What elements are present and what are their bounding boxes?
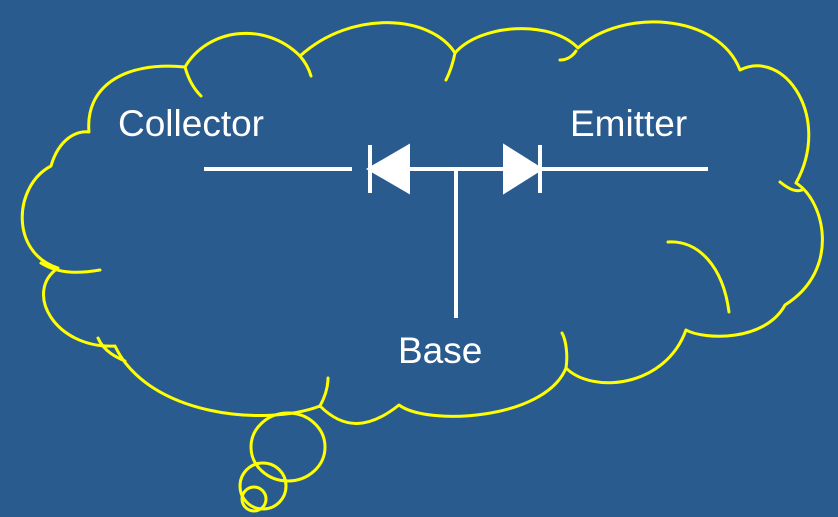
diode-circuit xyxy=(204,143,708,318)
cloud-accent-bottom-1 xyxy=(560,331,569,370)
cloud-accent-top-2 xyxy=(298,54,313,78)
thought-bubble-large xyxy=(249,411,327,483)
cloud-accent-right-1 xyxy=(778,180,804,193)
cloud-accent-left-1 xyxy=(39,261,102,274)
thought-cloud xyxy=(20,20,824,425)
emitter-label: Emitter xyxy=(570,103,687,144)
diode-right-triangle xyxy=(503,143,544,195)
cloud-accent-top-1 xyxy=(183,65,203,98)
cloud-accent-right-2 xyxy=(666,240,731,314)
cloud-accent-top-3 xyxy=(444,51,457,82)
collector-label: Collector xyxy=(118,103,264,144)
thought-bubble-small xyxy=(240,485,268,513)
cloud-accent-left-2 xyxy=(96,336,127,363)
thought-bubble-medium xyxy=(238,461,288,511)
diode-left-triangle xyxy=(366,143,410,195)
cloud-accent-bottom-2 xyxy=(318,376,330,408)
cloud-accent-top-4 xyxy=(558,49,578,62)
thought-bubbles xyxy=(238,411,327,513)
base-label: Base xyxy=(398,330,482,371)
